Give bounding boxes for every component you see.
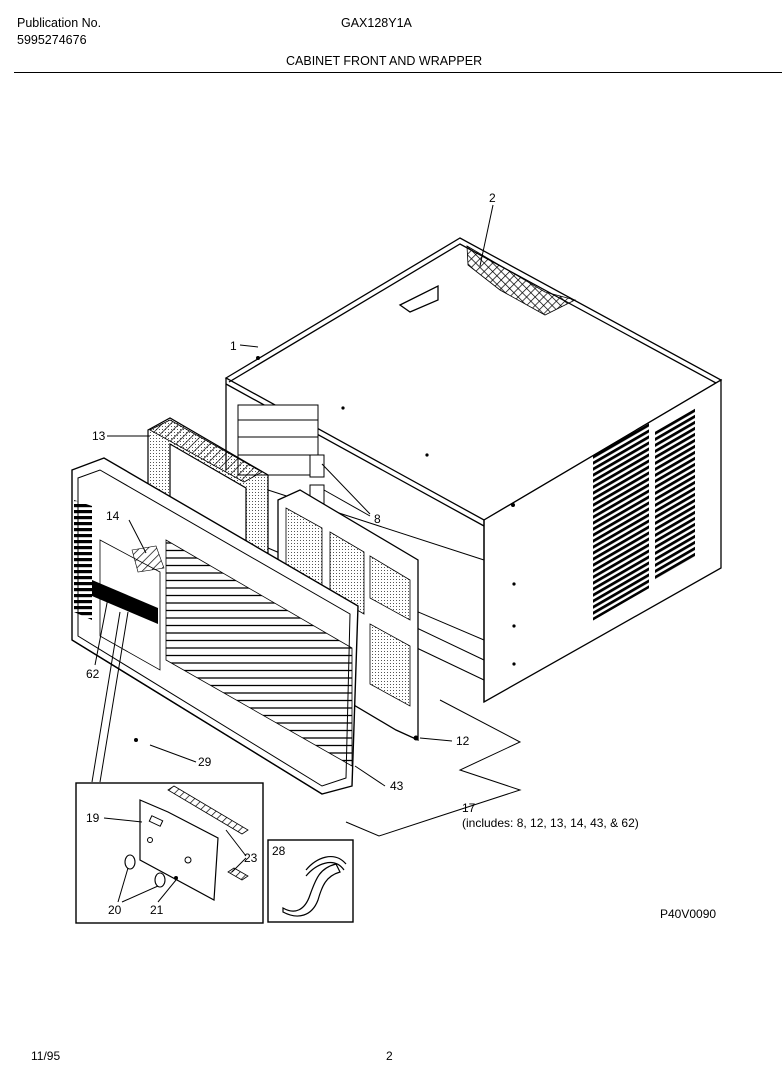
- header-rule: [14, 72, 782, 73]
- footer-page-number: 2: [386, 1049, 393, 1063]
- cabinet-screws: [256, 356, 516, 666]
- top-vent-mesh-cross: [467, 246, 575, 315]
- callout-14: 14: [106, 509, 120, 523]
- section-title: CABINET FRONT AND WRAPPER: [286, 54, 483, 68]
- bracket-inset: [267, 839, 354, 923]
- model-number: GAX128Y1A: [341, 16, 412, 30]
- publication-label: Publication No.: [17, 16, 102, 30]
- control-parts-inset: [75, 782, 264, 924]
- callout-28: 28: [272, 844, 286, 858]
- callout-29: 29: [198, 755, 212, 769]
- side-louver-left: [593, 423, 649, 621]
- drawing-code: P40V0090: [660, 907, 716, 921]
- callout-17-note: (includes: 8, 12, 13, 14, 43, & 62): [462, 816, 639, 830]
- side-louver-right: [655, 406, 695, 580]
- callout-labels: 1 2 8 12 13 14 17 (includes: 8, 12, 13, …: [86, 191, 639, 917]
- callout-1: 1: [230, 339, 237, 353]
- callout-13: 13: [92, 429, 106, 443]
- footer-date: 11/95: [31, 1049, 61, 1063]
- callout-2: 2: [489, 191, 496, 205]
- callout-23: 23: [244, 851, 258, 865]
- callout-17: 17: [462, 801, 476, 815]
- front-grille-panel: [71, 457, 359, 795]
- callout-43: 43: [390, 779, 404, 793]
- leader-lines: [91, 204, 522, 837]
- callout-62: 62: [86, 667, 100, 681]
- chassis-internals: [237, 404, 485, 681]
- callout-8: 8: [374, 512, 381, 526]
- callout-12: 12: [456, 734, 470, 748]
- callout-20: 20: [108, 903, 122, 917]
- publication-number: 5995274676: [17, 33, 87, 47]
- callout-19: 19: [86, 811, 100, 825]
- callout-21: 21: [150, 903, 164, 917]
